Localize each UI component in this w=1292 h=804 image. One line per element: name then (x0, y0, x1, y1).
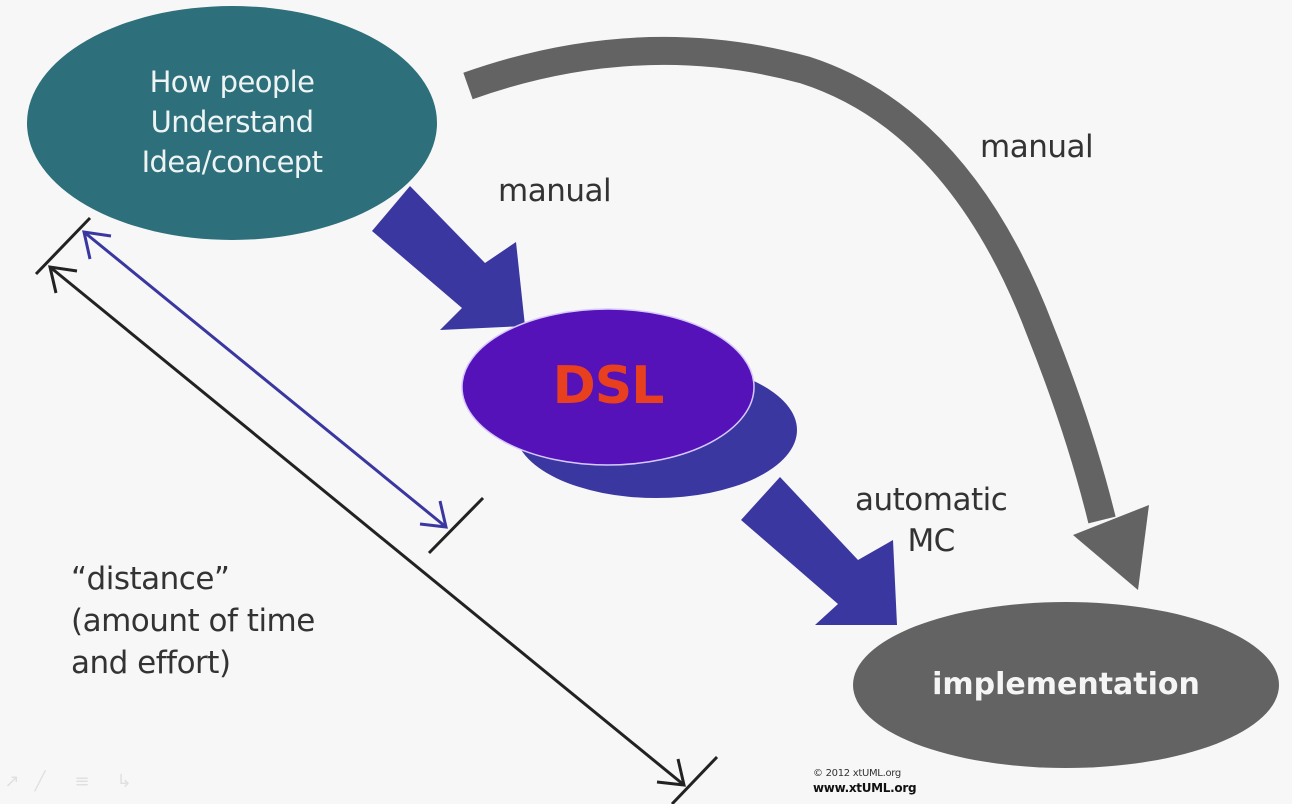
distance-tick-top (34, 216, 92, 276)
arrow-concept-to-implementation (463, 36, 1149, 590)
distance-caption-line: and effort) (71, 645, 231, 681)
slideshow-controls: ↗ ╱ ≡ ↳ (0, 770, 140, 800)
distance-long-head-end (656, 758, 686, 787)
node-implementation-label: implementation (932, 667, 1200, 702)
distance-short-head-end (419, 500, 448, 529)
menu-icon[interactable]: ≡ (74, 771, 90, 792)
node-implementation-ellipse (853, 602, 1279, 768)
distance-long-head-start (48, 265, 78, 294)
distance-measure (34, 216, 719, 804)
arrow-dsl-to-implementation-label-line: automatic (855, 482, 1008, 518)
arrow-concept-to-implementation-shaft (463, 36, 1116, 524)
arrow-concept-to-implementation-label: manual (980, 129, 1094, 165)
arrow-dsl-to-implementation (741, 477, 897, 625)
distance-caption-line: (amount of time (71, 603, 315, 639)
distance-caption-line: “distance” (71, 561, 230, 597)
pen-icon[interactable]: ╱ (34, 771, 46, 792)
copyright-notice: © 2012 xtUML.org (813, 768, 901, 779)
arrow-concept-to-dsl (372, 186, 525, 330)
distance-short-line (83, 230, 447, 529)
node-concept-label: How people Understand Idea/concept (27, 62, 437, 182)
node-dsl-ellipse (461, 308, 755, 466)
arrow-dsl-to-implementation-label: automatic MC (855, 480, 1008, 562)
next-icon[interactable]: ↳ (116, 771, 132, 792)
distance-short-head-start (82, 230, 112, 260)
node-dsl-label: DSL (552, 356, 665, 416)
node-concept-ellipse (27, 6, 437, 240)
distance-caption: “distance” (amount of time and effort) (71, 558, 315, 684)
website-url: www.xtUML.org (813, 781, 917, 795)
node-concept-line: How people (149, 65, 315, 99)
distance-long-line (49, 265, 685, 787)
node-concept-line: Idea/concept (141, 145, 323, 179)
node-concept-line: Understand (150, 105, 314, 139)
arrow-dsl-to-implementation-label-line: MC (907, 523, 955, 559)
arrow-concept-to-implementation-head (1073, 505, 1149, 590)
distance-tick-bottom (670, 755, 719, 804)
arrow-concept-to-dsl-label: manual (498, 173, 612, 209)
distance-tick-mid (427, 496, 485, 555)
pointer-icon[interactable]: ↗ (4, 771, 20, 792)
